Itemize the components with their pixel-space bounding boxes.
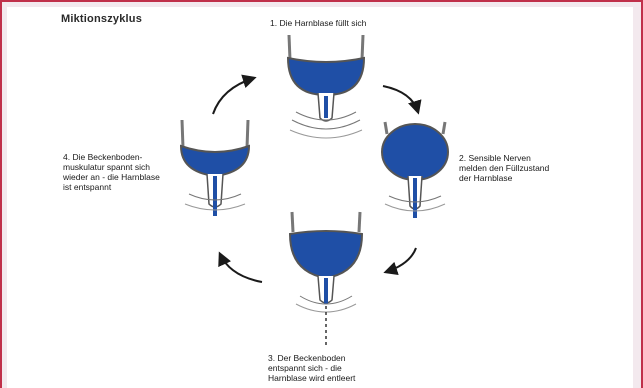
stage-1-caption: 1. Die Harnblase füllt sich	[270, 18, 367, 28]
diagram-title: Miktionszyklus	[61, 13, 143, 25]
arrow-stage-3-to-4	[218, 251, 263, 283]
arrow-stage-4-to-1	[212, 74, 257, 115]
bladder-stage-4	[179, 119, 251, 216]
arrow-stage-2-to-3	[383, 247, 417, 276]
bladder-stage-1	[286, 34, 366, 139]
bladder-stage-2	[381, 121, 449, 218]
arrow-stage-1-to-2	[382, 85, 422, 115]
stage-4-caption: 4. Die Beckenboden- muskulatur spannt si…	[63, 152, 160, 192]
bladder-stage-3	[288, 211, 364, 348]
stage-2-caption: 2. Sensible Nerven melden den Füllzustan…	[459, 153, 550, 183]
stage-3-caption: 3. Der Beckenboden entspannt sich - die …	[268, 353, 356, 383]
